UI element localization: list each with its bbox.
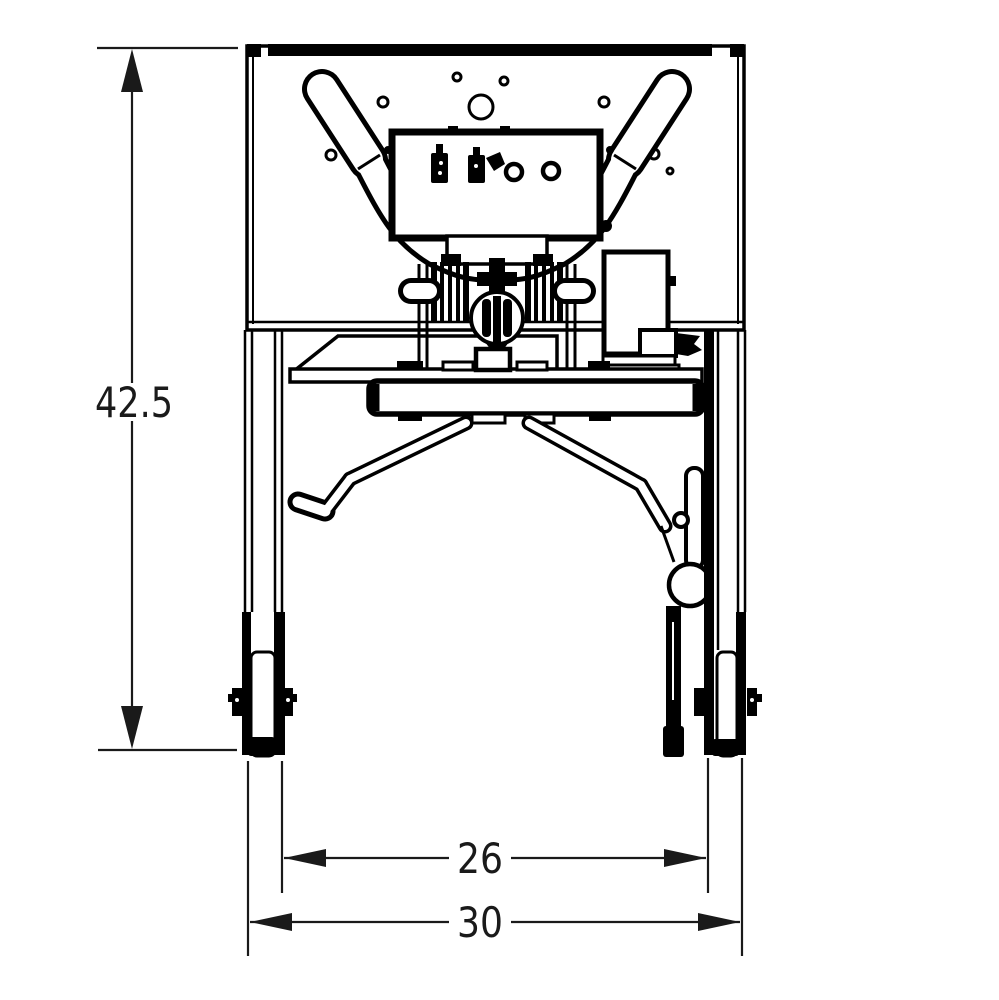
arrowhead-right-icon: [698, 913, 740, 931]
right-axle-hub: [694, 688, 704, 716]
left-grip-joint: [357, 153, 381, 171]
valve-fitting: [676, 333, 702, 356]
control-label-plate: [388, 126, 604, 242]
dimension-overall-width: [246, 758, 744, 956]
left-wheel-foot: [248, 737, 275, 756]
main-platform: [366, 378, 706, 417]
arrowhead-left-icon: [250, 913, 292, 931]
bottle-pour-icon: [468, 155, 485, 183]
inner-width-dimension-label: 26: [457, 834, 503, 883]
dimension-height: [97, 46, 238, 752]
support-braces: [287, 415, 714, 609]
actuator-bar: [704, 330, 714, 755]
hoist-mechanism: [398, 258, 596, 370]
bottle-icon: [431, 153, 448, 183]
port-circle-icon: [503, 161, 525, 183]
machine-drawing: [228, 44, 762, 758]
pump-fitting: [638, 328, 678, 358]
arrowhead-up-icon: [121, 49, 143, 92]
handle-bolt: [606, 146, 614, 154]
arrowhead-right-icon: [664, 849, 706, 867]
right-wheel-foot: [712, 739, 739, 756]
handle-neck: [445, 234, 549, 266]
brake-foot: [663, 726, 684, 757]
panel-top-bar: [268, 44, 712, 56]
label-plate-outline: [388, 128, 604, 242]
left-leg-wheel: [228, 330, 297, 758]
port-circle-icon: [540, 160, 562, 182]
carriage-block: [473, 346, 513, 373]
right-grip-joint: [613, 153, 637, 171]
arrowhead-left-icon: [284, 849, 326, 867]
height-dimension-label: 42.5: [95, 378, 173, 427]
overall-width-dimension-label: 30: [457, 898, 503, 947]
right-leg-wheel: [663, 330, 762, 758]
lever-bolt: [672, 511, 690, 529]
dimension-inner-width: [280, 758, 710, 893]
arrowhead-down-icon: [121, 706, 143, 749]
